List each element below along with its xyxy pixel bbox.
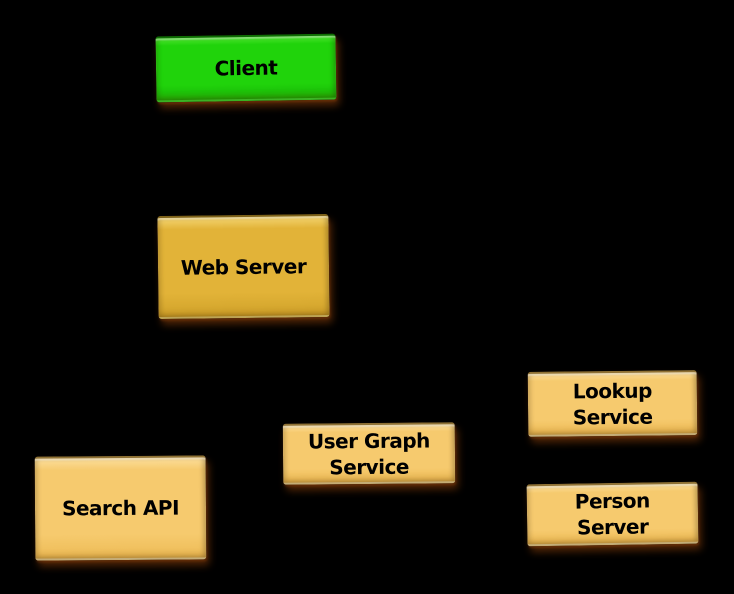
node-label: Client — [214, 55, 278, 81]
diagram-node-client: Client — [155, 33, 337, 103]
diagram-node-person-server: Person Server — [526, 481, 699, 547]
node-label: User Graph Service — [307, 427, 430, 479]
node-label: Lookup Service — [572, 378, 653, 429]
node-label: Person Server — [574, 488, 650, 540]
node-label: Search API — [61, 495, 180, 521]
diagram-node-search-api: Search API — [34, 455, 207, 561]
diagram-node-lookup-service: Lookup Service — [527, 370, 698, 437]
diagram-node-web-server: Web Server — [157, 213, 330, 320]
node-label: Web Server — [180, 253, 307, 280]
diagram-node-user-graph-service: User Graph Service — [282, 422, 456, 485]
